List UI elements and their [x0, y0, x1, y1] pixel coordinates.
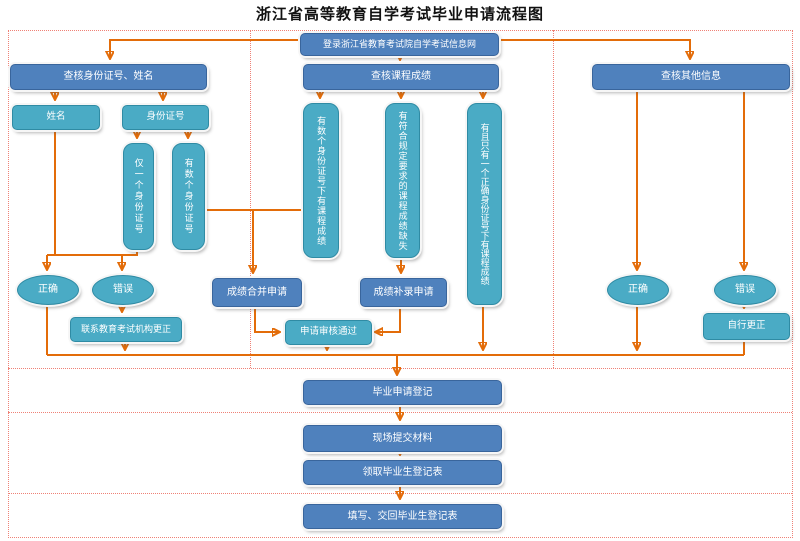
- flow-node-wrong-right: 错误: [714, 275, 776, 305]
- flow-node-graduation-register: 毕业申请登记: [303, 380, 502, 405]
- flow-node-wrong-left: 错误: [92, 275, 154, 305]
- flow-node-check-id: 查核身份证号、姓名: [10, 64, 207, 90]
- flow-node-collect-form: 领取毕业生登记表: [303, 460, 502, 485]
- flow-node-several-ids: 有数个身份证号: [172, 143, 205, 250]
- outer-dashed-frame: [8, 30, 793, 538]
- flow-node-supplement-request: 成绩补录申请: [360, 278, 447, 307]
- flow-node-only-one-id: 仅一个身份证号: [123, 143, 154, 250]
- flow-node-correct-left: 正确: [17, 275, 79, 305]
- flow-node-id-number: 身份证号: [122, 105, 209, 130]
- flow-node-scores-under-several-ids: 有数个身份证号下有课程成绩: [303, 103, 339, 258]
- flow-node-name: 姓名: [12, 105, 100, 130]
- flow-node-correct-right: 正确: [607, 275, 669, 305]
- flow-node-review-passed: 申请审核通过: [285, 320, 372, 345]
- edge-supplement-reviewpassed: [376, 305, 401, 332]
- column-divider-right: [553, 30, 554, 368]
- flow-node-required-scores-missing: 有符合规定要求的课程成绩缺失: [385, 103, 420, 258]
- edge-login-checkother: [500, 39, 690, 58]
- page-title: 浙江省高等教育自学考试毕业申请流程图: [255, 6, 544, 23]
- flow-node-login: 登录浙江省教育考试院自学考试信息网: [300, 33, 499, 56]
- flow-node-scores-under-one-id: 有且只有一个正确身份证号下有课程成绩: [467, 103, 502, 305]
- flow-node-submit-materials: 现场提交材料: [303, 425, 502, 452]
- flow-node-self-correct: 自行更正: [703, 313, 790, 340]
- edge-login-checkid: [110, 39, 300, 58]
- flow-node-merge-request: 成绩合并申请: [212, 278, 302, 307]
- column-divider-left: [250, 30, 251, 368]
- flow-node-check-course: 查核课程成绩: [303, 64, 499, 90]
- flow-node-contact-fix: 联系教育考试机构更正: [70, 317, 182, 342]
- edge-merge-reviewpassed: [254, 305, 279, 332]
- flow-node-check-other: 查核其他信息: [592, 64, 790, 90]
- flow-node-fill-return-form: 填写、交回毕业生登记表: [303, 504, 502, 529]
